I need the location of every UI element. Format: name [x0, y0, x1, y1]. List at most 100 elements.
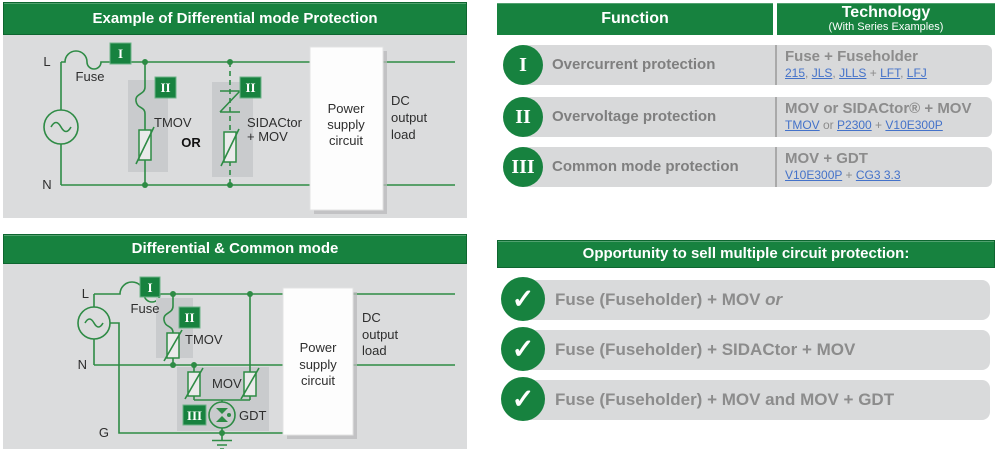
row-bar	[515, 45, 992, 85]
diff-mode-circuit-panel: I II II Power supply circuit L N Fuse TM…	[3, 35, 467, 218]
line-G	[110, 322, 285, 434]
label-fuse: Fuse	[76, 69, 105, 84]
series-link[interactable]: V10E300P	[885, 118, 943, 132]
svg-text:supply: supply	[327, 117, 365, 132]
opportunity-text: Fuse (Fuseholder) + MOV and MOV + GDT	[555, 390, 895, 409]
series-separator: +	[842, 168, 856, 182]
tech-title: MOV + GDT	[785, 150, 868, 167]
opportunity-title: Opportunity to sell multiple circuit pro…	[497, 240, 995, 268]
checkmark-icon: ✓	[501, 277, 545, 321]
series-link[interactable]: LFT	[880, 66, 901, 80]
series-separator: or	[819, 118, 838, 132]
pill-bar	[517, 380, 990, 420]
power-supply-box	[309, 46, 384, 211]
function-technology-table: Function Technology (With Series Example…	[497, 3, 995, 187]
label-or: OR	[181, 135, 201, 150]
psu-label: Power	[328, 101, 366, 116]
series-link[interactable]: JLS	[811, 66, 833, 80]
label-tmov: TMOV	[154, 115, 192, 130]
series-separator: ,	[832, 66, 840, 80]
label-gdt: GDT	[239, 408, 267, 423]
line-L	[61, 50, 455, 70]
opportunity-text: Fuse (Fuseholder) + SIDACtor + MOV	[555, 340, 856, 359]
svg-text:load: load	[391, 127, 416, 142]
opportunity-text: Fuse (Fuseholder) + MOV or	[555, 290, 783, 309]
series-link[interactable]: CG3 3.3	[855, 168, 901, 182]
pill-bar	[517, 280, 990, 320]
svg-text:III: III	[187, 408, 202, 423]
label-G: G	[99, 425, 109, 440]
tech-series-links: 215, JLS, JLLS + LFT, LFJ	[785, 66, 927, 81]
checkmark-icon: ✓	[501, 377, 545, 421]
thermal-element-icon	[163, 305, 174, 334]
header-technology: Technology (With Series Examples)	[777, 3, 995, 35]
ground-icon	[212, 439, 232, 450]
series-link[interactable]: LFJ	[906, 66, 927, 80]
differential-common-circuit: I II III Power supply circuit L N G Fuse…	[77, 276, 455, 450]
svg-text:output: output	[362, 327, 399, 342]
numeral-badge-I: I	[503, 45, 543, 85]
label-N: N	[42, 177, 51, 192]
diff-common-circuit-panel: I II III Power supply circuit L N G Fuse…	[3, 264, 467, 450]
opportunity-panel: Opportunity to sell multiple circuit pro…	[497, 240, 995, 421]
opportunity-item-3: ✓ Fuse (Fuseholder) + MOV and MOV + GDT	[497, 377, 995, 421]
label-dc-load: DC	[362, 310, 381, 325]
badge-overcurrent: I	[139, 276, 161, 298]
diff-common-panel-title: Differential & Common mode	[3, 234, 467, 264]
numeral-badge-II: II	[503, 97, 543, 137]
badge-overcurrent: I	[109, 42, 132, 65]
label-mov: MOV	[212, 376, 242, 391]
series-separator: ,	[900, 66, 907, 80]
svg-text:I: I	[118, 46, 123, 61]
column-divider	[775, 147, 777, 187]
tech-series-links: TMOV or P2300 + V10E300P	[785, 118, 971, 133]
label-tmov: TMOV	[185, 332, 223, 347]
table-row-common-mode: III Common mode protection MOV + GDT V10…	[497, 147, 995, 187]
differential-mode-circuit: I II II Power supply circuit L N Fuse TM…	[42, 42, 455, 214]
badge-overvoltage: II	[178, 306, 201, 329]
function-cell: Common mode protection	[552, 158, 739, 175]
svg-text:supply: supply	[299, 357, 337, 372]
diff-mode-panel-title: Example of Differential mode Protection	[3, 2, 467, 35]
technology-cell: Fuse + Fuseholder 215, JLS, JLLS + LFT, …	[785, 47, 927, 81]
svg-text:II: II	[184, 310, 194, 325]
svg-text:+ MOV: + MOV	[247, 129, 288, 144]
numeral-badge-III: III	[503, 147, 543, 187]
svg-text:load: load	[362, 343, 387, 358]
svg-text:circuit: circuit	[329, 133, 363, 148]
table-header: Function Technology (With Series Example…	[497, 3, 995, 35]
column-divider	[775, 97, 777, 137]
svg-text:output: output	[391, 110, 428, 125]
table-row-overvoltage: II Overvoltage protection MOV or SIDACto…	[497, 97, 995, 137]
series-link[interactable]: TMOV	[785, 118, 820, 132]
svg-text:circuit: circuit	[301, 373, 335, 388]
label-N: N	[78, 357, 87, 372]
svg-text:I: I	[147, 280, 152, 295]
technology-cell: MOV + GDT V10E300P + CG3 3.3	[785, 149, 901, 183]
series-separator: ,	[805, 66, 812, 80]
series-separator: +	[871, 118, 886, 132]
opportunity-item-2: ✓ Fuse (Fuseholder) + SIDACtor + MOV	[497, 327, 995, 371]
sidactor-icon	[219, 90, 241, 113]
svg-text:II: II	[245, 80, 255, 95]
label-L: L	[43, 54, 50, 69]
psu-label: Power	[300, 340, 338, 355]
power-supply-box	[282, 287, 354, 436]
series-link[interactable]: JLLS	[839, 66, 867, 80]
badge-overvoltage-tmov: II	[154, 76, 177, 99]
tech-title: Fuse + Fuseholder	[785, 48, 918, 65]
table-row-overcurrent: I Overcurrent protection Fuse + Fusehold…	[497, 45, 995, 85]
label-sidactor: SIDACtor	[247, 115, 303, 130]
row-bar	[515, 97, 992, 137]
thermal-element-icon	[135, 86, 146, 115]
label-L: L	[82, 286, 89, 301]
function-cell: Overcurrent protection	[552, 56, 716, 73]
series-link[interactable]: P2300	[837, 118, 872, 132]
column-divider	[775, 45, 777, 85]
label-fuse: Fuse	[131, 301, 160, 316]
series-link[interactable]: 215	[785, 66, 806, 80]
tech-series-links: V10E300P + CG3 3.3	[785, 168, 901, 183]
series-link[interactable]: V10E300P	[785, 168, 843, 182]
badge-overvoltage-sidactor: II	[239, 76, 262, 99]
